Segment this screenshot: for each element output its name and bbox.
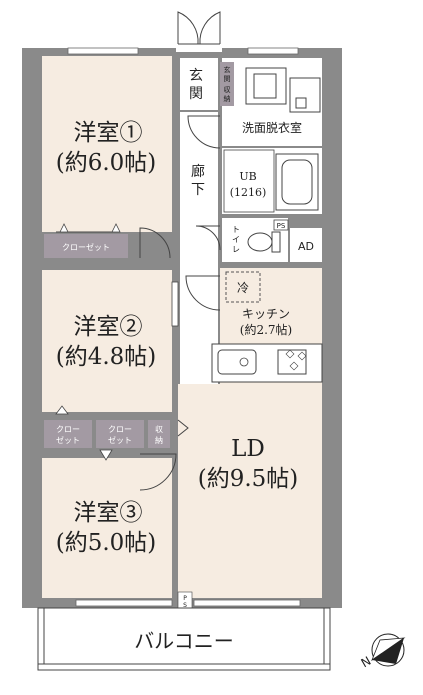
closet1-label: クローゼット: [62, 242, 110, 252]
entrance-storage-label-1: 玄: [224, 65, 231, 74]
compass-letter: N: [359, 654, 374, 671]
entrance-label-1: 玄: [189, 67, 203, 84]
room-western1-size: (約6.0帖): [56, 150, 157, 176]
corridor-floor: [180, 112, 218, 384]
balcony: [37, 607, 331, 671]
entrance-label-2: 関: [189, 86, 203, 102]
room-western3-name: 洋室③: [74, 500, 143, 526]
entry-notch: [176, 0, 222, 52]
entry-door-left: [177, 11, 199, 45]
toilet-label-1: ト: [232, 225, 240, 234]
door-western1: [139, 227, 171, 259]
closet2-label-1: クロー: [56, 425, 80, 434]
room-western1-name: 洋室①: [74, 120, 143, 146]
washroom-label: 洗面脱衣室: [242, 120, 302, 135]
room-western2-name: 洋室②: [74, 314, 143, 340]
storage-small: [148, 420, 170, 448]
ps-label: PS: [277, 222, 286, 230]
ub-size: (1216): [230, 186, 267, 199]
ad-floor: [290, 228, 322, 262]
toilet-bowl: [247, 232, 273, 252]
ad-label: AD: [298, 240, 314, 253]
closet-western1: [44, 234, 128, 258]
closet3-label-1: クロー: [108, 425, 132, 434]
washing-machine: [289, 77, 321, 113]
closet2-label-2: ゼット: [56, 435, 80, 445]
room-ld-size: (約9.5帖): [198, 466, 299, 492]
balcony-label: バルコニー: [134, 629, 234, 653]
toilet-label-3: レ: [232, 245, 240, 254]
entrance-storage-label-4: 納: [224, 94, 231, 103]
room-western3-floor: [42, 458, 172, 598]
ps-bottom-label-1: P: [183, 595, 187, 602]
entrance-storage: [220, 62, 234, 106]
room-western2-size: (約4.8帖): [56, 344, 157, 370]
compass-icon: [371, 633, 406, 667]
door-washroom: [187, 115, 221, 149]
closet3-label-2: ゼット: [108, 435, 132, 445]
stove: [277, 349, 307, 375]
entry-door-right: [199, 11, 221, 45]
fridge-label: 冷: [237, 281, 249, 295]
door-kitchen: [185, 275, 221, 311]
closet-western2: [44, 420, 92, 448]
window-western1: [67, 47, 139, 55]
ps-bottom-label-2: S: [183, 602, 187, 609]
entrance-storage-label-3: 収: [224, 86, 231, 94]
toilet-label-2: イ: [232, 235, 240, 244]
room-ld-floor: [178, 384, 322, 598]
room-western1-floor: [42, 56, 172, 232]
window-wash: [247, 47, 299, 55]
kitchen-name: キッチン: [242, 307, 290, 321]
corridor-label-2: 下: [191, 182, 205, 198]
washbasin-counter: [245, 67, 287, 105]
entrance-floor: [180, 58, 218, 110]
room-ld-name: LD: [231, 436, 265, 462]
corridor-label-1: 廊: [191, 163, 205, 180]
kitchen-size: (約2.7帖): [240, 322, 292, 337]
closet-western3: [96, 420, 144, 448]
door-western3: [139, 453, 177, 491]
fridge-space: [225, 271, 261, 303]
storage-label-1: 収: [155, 424, 163, 434]
room-western3-size: (約5.0帖): [56, 530, 157, 556]
ub-name: UB: [239, 170, 256, 183]
door-toilet: [195, 225, 221, 251]
room-western2-floor: [42, 270, 172, 412]
ps-box: [273, 219, 289, 231]
entrance-storage-label-2: 関: [224, 75, 231, 83]
storage-label-2: 納: [155, 435, 163, 445]
